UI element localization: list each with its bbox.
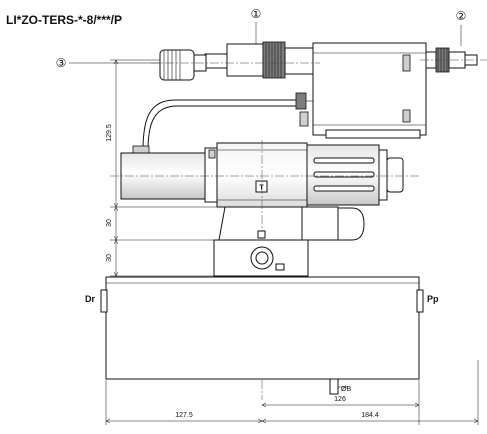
- horizontal-dimensions: 126 127.5 184.4: [105, 360, 479, 425]
- sensor-cable: [132, 92, 313, 157]
- valve-body: [110, 142, 420, 208]
- callout-3: ③: [56, 56, 160, 70]
- tank-port-label: T: [255, 180, 268, 193]
- svg-text:①: ①: [251, 7, 262, 21]
- mounting-plate: Dr Pp: [85, 276, 439, 380]
- dim-30-mid: 30: [106, 219, 113, 227]
- callout-1: ①: [251, 7, 262, 44]
- main-connector: [420, 47, 487, 73]
- dim-bore: ØB: [341, 386, 351, 393]
- dim-30-low: 30: [106, 254, 113, 262]
- drain-port-label: Dr: [85, 294, 95, 304]
- pilot-port-label: Pp: [427, 294, 439, 304]
- svg-text:②: ②: [456, 9, 467, 23]
- dim-184-4: 184.4: [361, 412, 379, 419]
- valve-lower-stack: [213, 140, 365, 400]
- bore-detail: ØB: [329, 378, 351, 395]
- pilot-connector: [150, 49, 320, 81]
- sensor-connector: [204, 41, 314, 79]
- dim-126: 126: [334, 396, 346, 403]
- driver-housing: [312, 42, 427, 139]
- dim-127-5: 127.5: [175, 412, 193, 419]
- dim-129-5: 129.5: [106, 124, 113, 142]
- callout-2: ②: [456, 9, 467, 46]
- drawing-title: LI*ZO-TERS-*-8/***/P: [6, 13, 122, 27]
- svg-text:③: ③: [56, 56, 67, 70]
